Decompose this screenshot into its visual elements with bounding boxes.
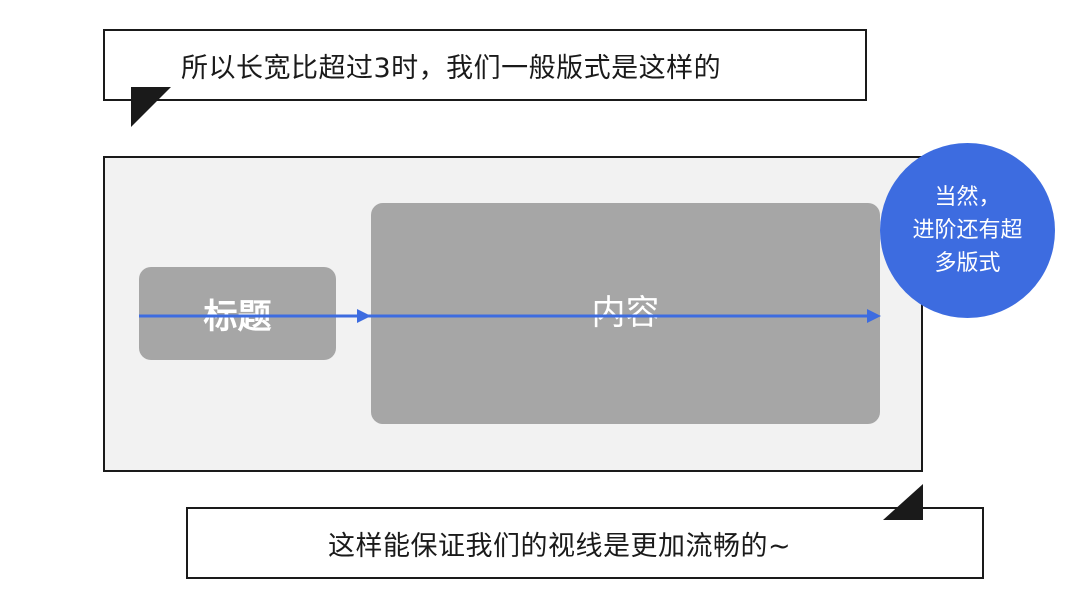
title-block: 标题 (139, 267, 336, 360)
bottom-speech-text: 这样能保证我们的视线是更加流畅的~ (328, 530, 792, 562)
note-badge: 当然，进阶还有超多版式 (880, 143, 1055, 318)
bottom-speech-bubble-tail (883, 484, 923, 520)
content-block: 内容 (371, 203, 880, 424)
content-block-label: 内容 (591, 293, 660, 333)
note-badge-text: 当然，进阶还有超多版式 (912, 185, 1023, 276)
top-speech-text: 所以长宽比超过3时，我们一般版式是这样的 (181, 52, 722, 84)
top-speech-bubble-tail (131, 87, 171, 127)
top-speech-bubble: 所以长宽比超过3时，我们一般版式是这样的 (103, 29, 867, 101)
title-block-label: 标题 (203, 297, 272, 337)
bottom-speech-bubble: 这样能保证我们的视线是更加流畅的~ (186, 507, 984, 579)
